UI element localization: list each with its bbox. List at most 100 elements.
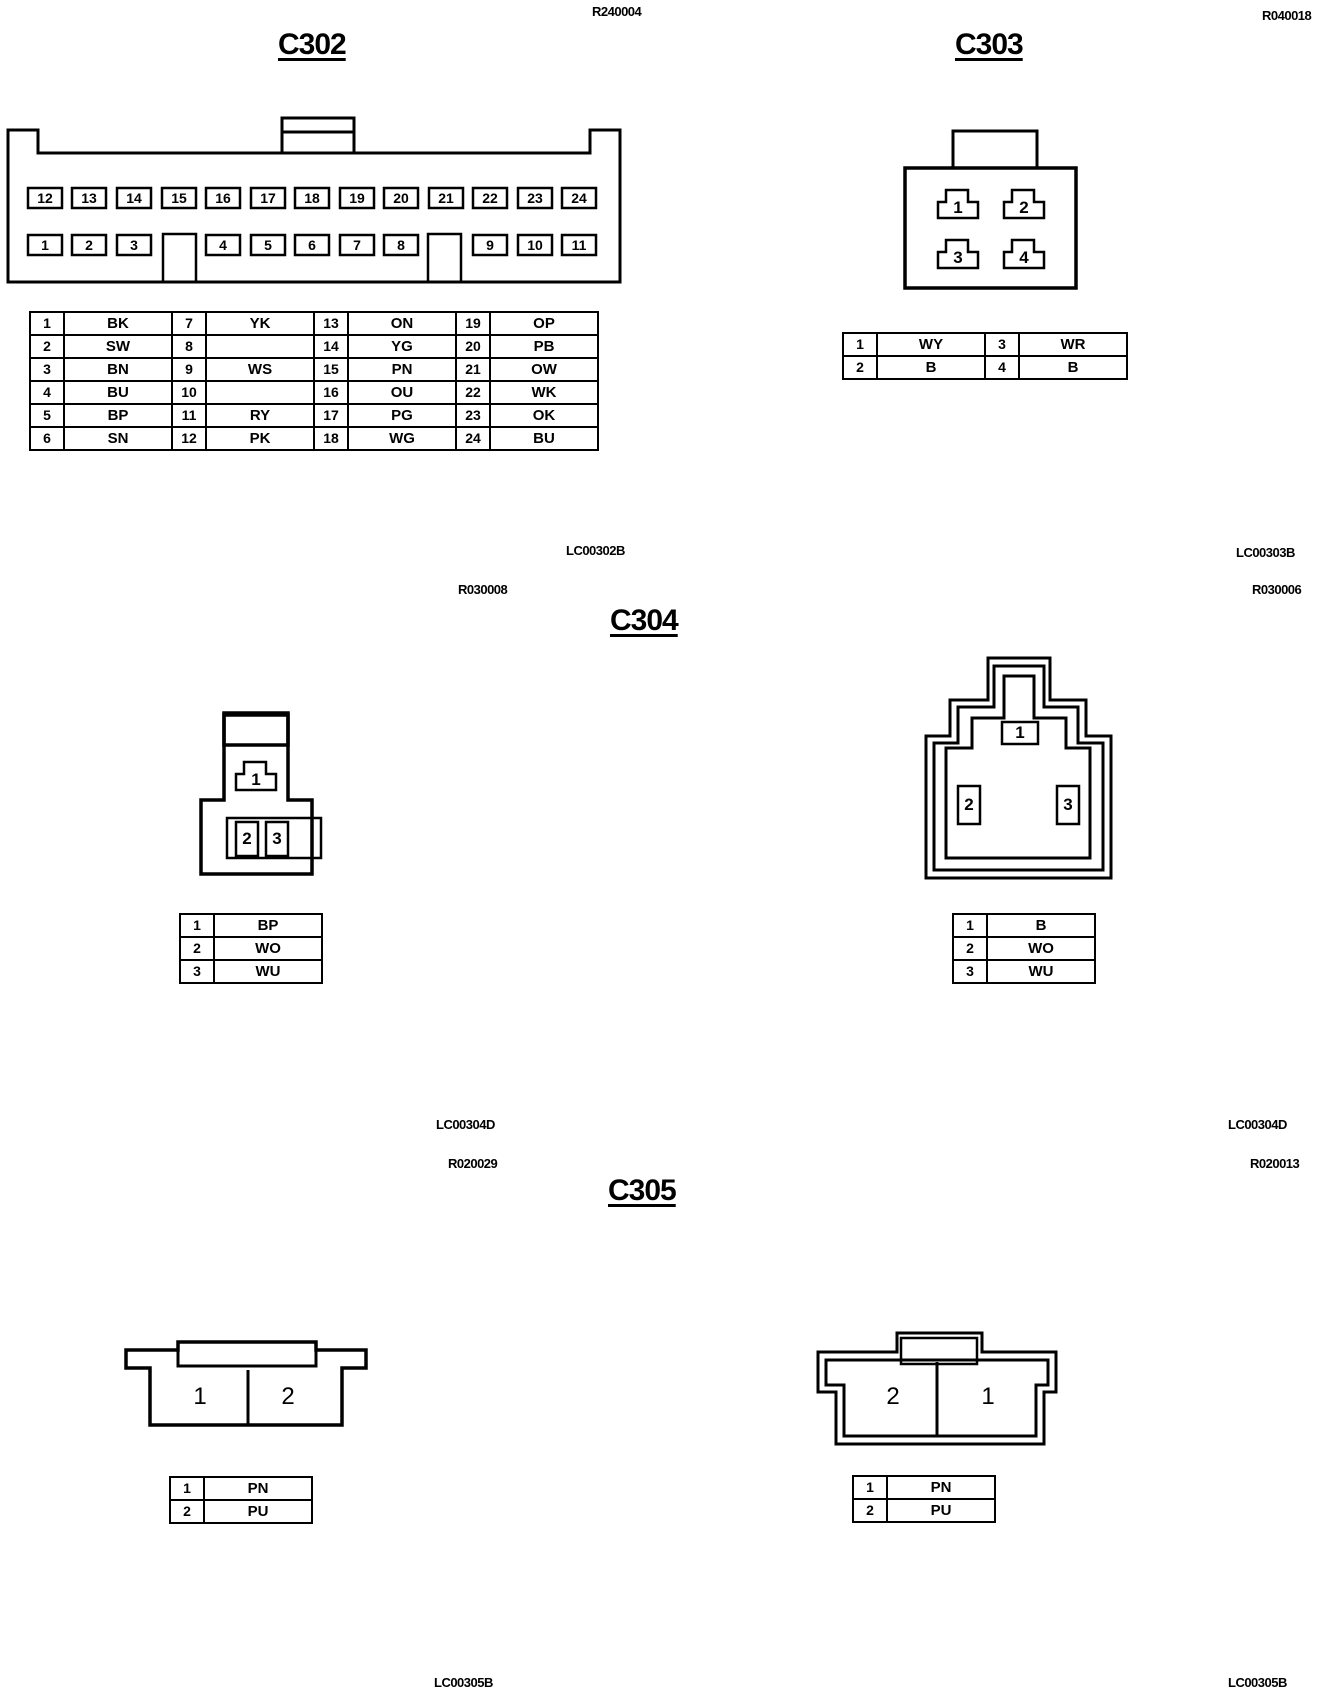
c304-right-wire-color: WO <box>986 936 1096 961</box>
c302-pin-number: 2 <box>29 334 65 359</box>
c304-right-pin-1-label: 1 <box>1015 723 1024 742</box>
c304-right-pin-3-label: 3 <box>1063 795 1072 814</box>
c302-wire-color: RY <box>205 403 315 428</box>
c302-pin-6-cavity <box>293 233 331 257</box>
c302-pin-number: 4 <box>29 380 65 405</box>
c304-right-wire-color: B <box>986 913 1096 938</box>
c303-wire-color: B <box>876 355 986 380</box>
c304-left-pin-1-label: 1 <box>251 770 260 789</box>
c304-left-pin-2-cavity <box>234 820 260 858</box>
c304-left-pin-2-label: 2 <box>242 829 251 848</box>
c302-pin-18-label: 18 <box>304 190 320 206</box>
c303-pin-number: 2 <box>842 355 878 380</box>
c302-pin-number: 21 <box>455 357 491 382</box>
c302-pin-7-label: 7 <box>353 237 361 253</box>
ref-code-c304-right: R030006 <box>1252 582 1302 597</box>
c303-pin-4-label: 4 <box>1019 248 1029 267</box>
drawing-code-c304-left: LC00304D <box>436 1117 495 1132</box>
c303-pin-4-cavity <box>1002 238 1046 270</box>
c304-left-pin-3-cavity <box>264 820 290 858</box>
c302-pin-14-cavity <box>115 186 153 210</box>
c302-pin-number: 11 <box>171 403 207 428</box>
c305-right-housing-inner <box>824 1358 1050 1438</box>
title-c303: C303 <box>955 28 1024 61</box>
c302-wire-color: BN <box>63 357 173 382</box>
c302-wire-color: ON <box>347 311 457 336</box>
c303-latch <box>951 129 1039 170</box>
c304-left-pin-number: 2 <box>179 936 215 961</box>
c302-pin-3-cavity <box>115 233 153 257</box>
c302-pin-number: 10 <box>171 380 207 405</box>
c302-pin-11-cavity <box>560 233 598 257</box>
c302-wire-color: SW <box>63 334 173 359</box>
title-c304: C304 <box>610 604 679 637</box>
c302-pin-number: 22 <box>455 380 491 405</box>
c304-left-wire-color: BP <box>213 913 323 938</box>
c305-right-pin-2-label: 2 <box>886 1383 899 1410</box>
c303-wire-color: WY <box>876 332 986 357</box>
c305-left-wire-color: PU <box>203 1499 313 1524</box>
c302-wire-color: WK <box>489 380 599 405</box>
c303-pin-3-cavity <box>936 238 980 270</box>
c302-pin-number: 24 <box>455 426 491 451</box>
c303-pin-1-label: 1 <box>953 198 962 217</box>
c302-pin-number: 7 <box>171 311 207 336</box>
c302-wire-color: PN <box>347 357 457 382</box>
c302-pin-22-label: 22 <box>482 190 498 206</box>
ref-code-c305-left: R020029 <box>448 1156 498 1171</box>
c302-pin-3-label: 3 <box>130 237 138 253</box>
c302-wire-color: BK <box>63 311 173 336</box>
c302-wire-color: PB <box>489 334 599 359</box>
c304-right-pin-number: 2 <box>952 936 988 961</box>
c305-right-pin-1-label: 1 <box>981 1383 994 1410</box>
c303-pin-number: 3 <box>984 332 1020 357</box>
c304-left-wire-color: WO <box>213 936 323 961</box>
c302-pin-20-label: 20 <box>393 190 409 206</box>
c302-housing <box>6 128 622 284</box>
c302-pin-number: 1 <box>29 311 65 336</box>
c305-right-latch <box>899 1336 979 1366</box>
c304-right-pin-number: 3 <box>952 959 988 984</box>
c303-pin-3-label: 3 <box>953 248 962 267</box>
drawing-code-c305-left: LC00305B <box>434 1675 493 1690</box>
c305-right-wire-color: PN <box>886 1475 996 1500</box>
c302-pin-5-cavity <box>249 233 287 257</box>
c302-pin-21-cavity <box>427 186 465 210</box>
c302-pin-22-cavity <box>471 186 509 210</box>
c305-left-pin-number: 1 <box>169 1476 205 1501</box>
c302-pin-2-label: 2 <box>85 237 93 253</box>
c302-pin-number: 19 <box>455 311 491 336</box>
c302-pin-4-label: 4 <box>219 237 227 253</box>
c302-pin-number: 18 <box>313 426 349 451</box>
c302-pin-23-label: 23 <box>527 190 543 206</box>
c303-housing <box>903 166 1078 290</box>
c302-pin-17-label: 17 <box>260 190 276 206</box>
c305-left-pin-2-label: 2 <box>281 1383 294 1410</box>
ref-code-c303: R040018 <box>1262 8 1312 23</box>
c302-pin-16-label: 16 <box>215 190 231 206</box>
c305-right-wire-color: PU <box>886 1498 996 1523</box>
c302-pin-21-label: 21 <box>438 190 454 206</box>
c302-wire-color: OW <box>489 357 599 382</box>
c305-left-latch <box>176 1340 318 1368</box>
c302-pin-12-cavity <box>26 186 64 210</box>
ref-code-c304-left: R030008 <box>458 582 508 597</box>
c304-right-pin-1-cavity <box>1000 720 1040 746</box>
c304-left-pin-3-label: 3 <box>272 829 281 848</box>
ref-code-c302: R240004 <box>592 4 642 19</box>
c302-pin-18-cavity <box>293 186 331 210</box>
c302-pin-1-label: 1 <box>41 237 49 253</box>
c302-pin-number: 12 <box>171 426 207 451</box>
c302-pin-10-label: 10 <box>527 237 543 253</box>
